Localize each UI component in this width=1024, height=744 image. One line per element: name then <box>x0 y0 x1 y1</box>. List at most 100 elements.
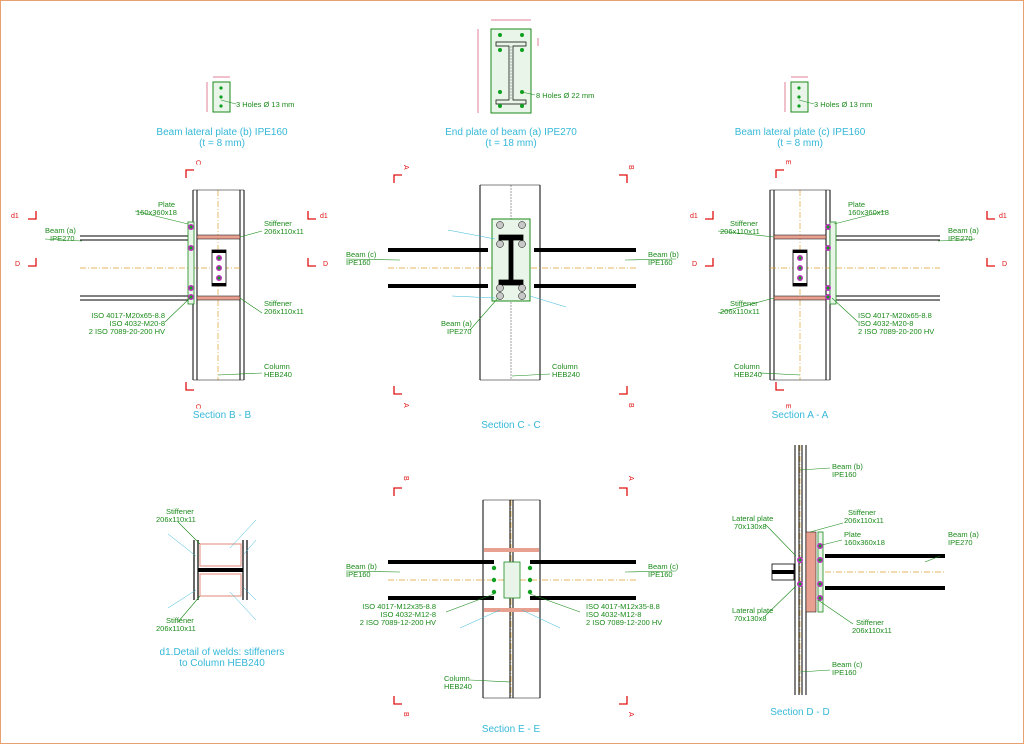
cc-column-label: Column <box>552 362 578 371</box>
detail-d1-caption-line2: to Column HEB240 <box>179 658 265 669</box>
aa-column-label: Column <box>734 362 760 371</box>
aa-mark-d1-right: d1 <box>999 213 1007 220</box>
bb-mark-d1-left: d1 <box>11 213 19 220</box>
cc-mark-a-bottom: A <box>402 403 409 408</box>
bb-stiffener-bottom-size: 206x110x11 <box>264 307 304 316</box>
plate-b-title: Beam lateral plate (b) IPE160 <box>156 127 288 138</box>
dd-beam-b-profile: IPE160 <box>832 470 857 479</box>
plate-c-view: 3 Holes Ø 13 mm Beam lateral plate (c) I… <box>735 76 872 149</box>
dd-lateral-plate-top-size: 70x130x8 <box>734 522 767 531</box>
section-dd-view: Beam (b) IPE160 Stiffener 206x110x11 Pla… <box>732 445 979 718</box>
section-ee-view: Beam (b) IPE160 Beam (c) IPE160 ISO 4017… <box>345 476 679 735</box>
aa-bolt-line2: ISO 4032-M20-8 <box>858 319 913 328</box>
detail-d1-caption-line1: d1.Detail of welds: stiffeners <box>160 647 285 658</box>
ee-beam-b-label: Beam (b) <box>346 562 377 571</box>
aa-stiffener-bottom-size: 206x110x11 <box>720 307 760 316</box>
cc-beam-a-label: Beam (a) <box>441 319 472 328</box>
dd-beam-c-label: Beam (c) <box>832 660 863 669</box>
aa-mark-d-right: D <box>1002 261 1007 268</box>
aa-bolt-line1: ISO 4017-M20x65-8.8 <box>858 311 932 320</box>
dd-stiffener-top: Stiffener <box>848 508 876 517</box>
endplate-thickness: (t = 18 mm) <box>485 138 536 149</box>
aa-plate-label: Plate <box>848 200 865 209</box>
dd-stiffener-bottom: Stiffener <box>856 618 884 627</box>
aa-stiffener-top: Stiffener <box>730 219 758 228</box>
cc-beam-c-profile: IPE160 <box>346 258 371 267</box>
bb-bolt-line3: 2 ISO 7089-20-200 HV <box>89 327 165 336</box>
plate-b-holes: 3 Holes Ø 13 mm <box>236 100 294 109</box>
cc-mark-b-top: B <box>627 165 634 170</box>
ee-mark-b-bottom: B <box>402 712 409 717</box>
bb-mark-c-top: C <box>194 160 201 165</box>
section-bb-caption: Section B - B <box>193 410 252 421</box>
ee-column-profile: HEB240 <box>444 682 472 691</box>
aa-stiffener-top-size: 206x110x11 <box>720 227 760 236</box>
endplate-view: 8 Holes Ø 22 mm End plate of beam (a) IP… <box>445 19 594 149</box>
cc-beam-b-label: Beam (b) <box>648 250 679 259</box>
aa-column-profile: HEB240 <box>734 370 762 379</box>
section-cc-caption: Section C - C <box>481 420 540 431</box>
plate-c-title: Beam lateral plate (c) IPE160 <box>735 127 866 138</box>
plate-c-holes: 3 Holes Ø 13 mm <box>814 100 872 109</box>
bb-stiffener-top: Stiffener <box>264 219 292 228</box>
dd-lateral-plate-bottom-size: 70x130x8 <box>734 614 767 623</box>
detail-d1-view: Stiffener 206x110x11 Stiffener 206x110x1… <box>156 507 284 669</box>
cc-mark-a-top: A <box>402 165 409 170</box>
bb-mark-d-right: D <box>323 261 328 268</box>
bb-beam-a-label: Beam (a) <box>45 226 76 235</box>
ee-bolt-right-line2: ISO 4032-M12-8 <box>586 610 641 619</box>
dd-stiffener-top-size: 206x110x11 <box>844 516 884 525</box>
ee-bolt-left-line3: 2 ISO 7089-12-200 HV <box>360 618 436 627</box>
dd-beam-a-label: Beam (a) <box>948 530 979 539</box>
ee-beam-c-profile: IPE160 <box>648 570 673 579</box>
plate-b-thickness: (t = 8 mm) <box>199 138 245 149</box>
aa-plate-size: 160x360x18 <box>848 208 889 217</box>
plate-b-view: 3 Holes Ø 13 mm Beam lateral plate (b) I… <box>156 76 294 149</box>
dd-beam-c-profile: IPE160 <box>832 668 857 677</box>
aa-mark-e-bottom: E <box>784 404 791 409</box>
ee-beam-b-profile: IPE160 <box>346 570 371 579</box>
d1-stiffener-top-size: 206x110x11 <box>156 515 196 524</box>
aa-beam-a-profile: IPE270 <box>948 234 973 243</box>
plate-c-thickness: (t = 8 mm) <box>777 138 823 149</box>
dd-plate-label: Plate <box>844 530 861 539</box>
dd-plate-size: 160x360x18 <box>844 538 885 547</box>
aa-stiffener-bottom: Stiffener <box>730 299 758 308</box>
section-aa-view: Plate 160x360x18 Beam (a) IPE270 Stiffen… <box>690 160 1007 421</box>
cc-mark-b-bottom: B <box>627 403 634 408</box>
d1-stiffener-top: Stiffener <box>166 507 194 516</box>
bb-plate-size: 160x360x18 <box>136 208 177 217</box>
aa-mark-e-top: E <box>784 160 791 165</box>
section-ee-caption: Section E - E <box>482 724 541 735</box>
ee-mark-a-bottom: A <box>627 712 634 717</box>
aa-mark-d1-left: d1 <box>690 213 698 220</box>
section-bb-view: Plate 160x360x18 Beam (a) IPE270 Stiffen… <box>11 160 328 421</box>
bb-beam-a-profile: IPE270 <box>50 234 75 243</box>
cc-column-profile: HEB240 <box>552 370 580 379</box>
aa-beam-a-label: Beam (a) <box>948 226 979 235</box>
endplate-title: End plate of beam (a) IPE270 <box>445 127 577 138</box>
dd-stiffener-bottom-size: 206x110x11 <box>852 626 892 635</box>
aa-mark-d-left: D <box>692 261 697 268</box>
ee-bolt-right-line3: 2 ISO 7089-12-200 HV <box>586 618 662 627</box>
bb-plate-label: Plate <box>158 200 175 209</box>
dd-beam-a-profile: IPE270 <box>948 538 973 547</box>
cc-beam-c-label: Beam (c) <box>346 250 377 259</box>
bb-mark-c-bottom: C <box>194 404 201 409</box>
bb-bolt-line1: ISO 4017-M20x65-8.8 <box>91 311 165 320</box>
bb-column-label: Column <box>264 362 290 371</box>
ee-mark-b-top: B <box>402 476 409 481</box>
section-aa-caption: Section A - A <box>772 410 829 421</box>
ee-beam-c-label: Beam (c) <box>648 562 679 571</box>
bb-stiffener-bottom: Stiffener <box>264 299 292 308</box>
bb-bolt-line2: ISO 4032-M20-8 <box>110 319 165 328</box>
section-cc-view: Beam (c) IPE160 Beam (b) IPE160 Beam (a)… <box>345 165 679 431</box>
ee-bolt-left-line2: ISO 4032-M12-8 <box>381 610 436 619</box>
bb-mark-d-left: D <box>15 261 20 268</box>
section-dd-caption: Section D - D <box>770 707 829 718</box>
cc-beam-b-profile: IPE160 <box>648 258 673 267</box>
bb-column-profile: HEB240 <box>264 370 292 379</box>
d1-stiffener-bottom: Stiffener <box>166 616 194 625</box>
dd-beam-b-label: Beam (b) <box>832 462 863 471</box>
